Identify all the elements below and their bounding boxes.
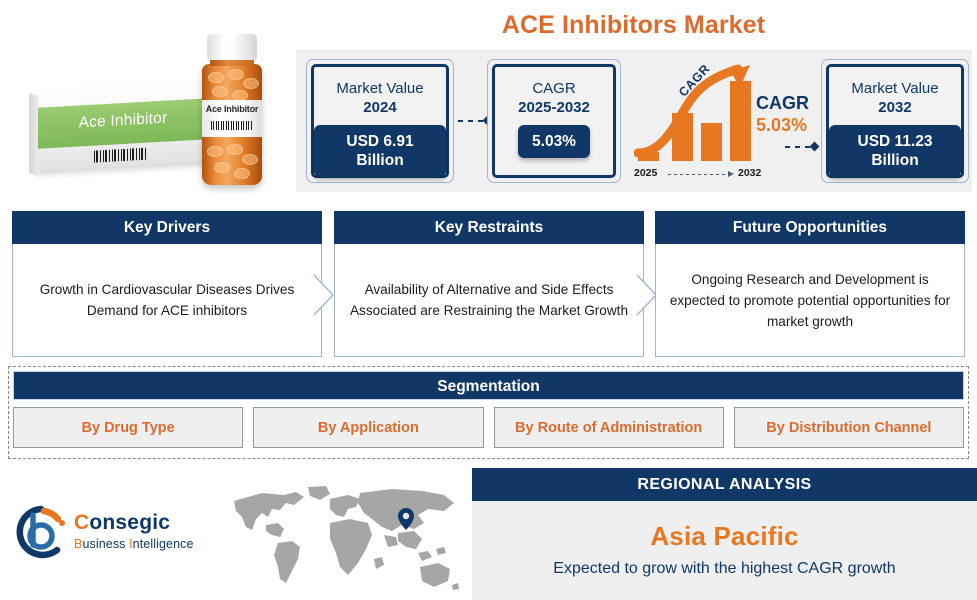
company-tagline: Business Intelligence <box>74 537 194 551</box>
company-name-rest: onsegic <box>89 511 171 534</box>
chart-axis: 2025 2032 <box>634 165 774 181</box>
chevron-right-icon-1 <box>313 274 334 316</box>
panel-future-opportunities-body: Ongoing Research and Development is expe… <box>655 244 965 357</box>
segmentation-section: Segmentation By Drug Type By Application… <box>8 366 969 459</box>
segmentation-item-route-of-administration[interactable]: By Route of Administration <box>493 407 724 448</box>
stat-label-cagr-line1: CAGR <box>532 80 576 97</box>
segmentation-items: By Drug Type By Application By Route of … <box>13 407 964 448</box>
world-map-icon <box>234 486 459 590</box>
stat-label-2032: Market Value 2032 <box>851 79 938 117</box>
medicine-box: Ace Inhibitor <box>29 81 208 178</box>
product-image: Ace Inhibitor Ace Inhibitor <box>29 20 292 202</box>
regional-analysis-heading: REGIONAL ANALYSIS <box>472 468 977 501</box>
stat-label-2032-line1: Market Value <box>851 80 939 97</box>
stat-label-2024-line1: Market Value <box>336 80 424 97</box>
pill-bottle-label-text: Ace Inhibitor <box>205 104 259 114</box>
stat-label-cagr-line2: 2025-2032 <box>518 99 590 116</box>
segmentation-item-distribution-channel[interactable]: By Distribution Channel <box>733 407 964 448</box>
panel-future-opportunities: Future Opportunities Ongoing Research an… <box>655 211 965 357</box>
connector-dashed-1 <box>458 120 484 122</box>
stat-label-2032-line2: 2032 <box>878 99 912 116</box>
map-pin-icon <box>398 508 414 530</box>
segmentation-item-application[interactable]: By Application <box>253 407 484 448</box>
chart-bar-3 <box>730 81 751 161</box>
pill-bottle-label: Ace Inhibitor <box>202 100 262 137</box>
medicine-box-label-text: Ace Inhibitor <box>78 109 168 132</box>
regional-analysis-region-name: Asia Pacific <box>650 521 799 551</box>
growth-chart-icon: CAGR 2025 2032 CAGR 5.03% <box>634 62 819 181</box>
panel-future-opportunities-heading: Future Opportunities <box>655 211 965 244</box>
stat-card-market-value-2032: Market Value 2032 USD 11.23 Billion <box>821 59 969 183</box>
stat-value-market-value-2032: USD 11.23 Billion <box>829 125 961 177</box>
stat-label-2024: Market Value 2024 <box>336 79 423 117</box>
panel-key-restraints-body: Availability of Alternative and Side Eff… <box>334 244 644 357</box>
chart-axis-start: 2025 <box>634 167 658 179</box>
tagline-i: I <box>129 537 133 551</box>
segmentation-item-drug-type[interactable]: By Drug Type <box>13 407 244 448</box>
chart-cagr-callout-label: CAGR <box>756 93 809 113</box>
company-name: Consegic <box>74 511 194 535</box>
bottle-barcode-icon <box>211 121 253 130</box>
regional-analysis-subtitle: Expected to grow with the highest CAGR g… <box>553 560 896 577</box>
market-stats-strip: Market Value 2024 USD 6.91 Billion CAGR … <box>296 50 972 192</box>
stat-card-market-value-2024: Market Value 2024 USD 6.91 Billion <box>306 59 454 183</box>
company-logo: Consegic Business Intelligence <box>14 505 214 565</box>
panel-key-restraints-heading: Key Restraints <box>334 211 644 244</box>
pill-bottle: Ace Inhibitor <box>200 34 264 186</box>
chart-cagr-callout-value: 5.03% <box>756 115 808 135</box>
panel-key-restraints: Key Restraints Availability of Alternati… <box>334 211 644 357</box>
chart-axis-arrow-icon <box>668 171 734 177</box>
medicine-box-label-band: Ace Inhibitor <box>38 98 208 149</box>
stat-label-2024-line2: 2024 <box>363 99 397 116</box>
company-logo-text: Consegic Business Intelligence <box>74 511 194 551</box>
consegic-logo-icon <box>16 505 65 559</box>
company-name-initial: C <box>74 511 90 534</box>
chart-bar-2 <box>701 123 722 161</box>
tagline-ntelligence: ntelligence <box>132 537 194 551</box>
stat-card-cagr: CAGR 2025-2032 5.03% <box>487 59 621 183</box>
pill-bottle-neck <box>210 57 254 66</box>
growth-arrow-icon <box>634 64 750 158</box>
chart-axis-end: 2032 <box>738 167 762 179</box>
stat-value-cagr: 5.03% <box>518 125 590 158</box>
stat-label-cagr: CAGR 2025-2032 <box>518 79 590 117</box>
world-map <box>222 483 462 593</box>
page-title: ACE Inhibitors Market <box>501 11 766 39</box>
pill-bottle-cap <box>207 34 257 60</box>
tagline-b: B <box>74 537 83 551</box>
panel-key-drivers: Key Drivers Growth in Cardiovascular Dis… <box>12 211 322 357</box>
panel-key-drivers-heading: Key Drivers <box>12 211 322 244</box>
chart-cagr-callout: CAGR 5.03% <box>756 93 809 136</box>
connector-dashed-2 <box>785 146 811 148</box>
stat-value-market-value-2024: USD 6.91 Billion <box>314 125 446 177</box>
barcode-icon <box>94 147 148 163</box>
panel-key-drivers-body: Growth in Cardiovascular Diseases Drives… <box>12 244 322 357</box>
tagline-usiness: usiness <box>82 537 130 551</box>
chart-bar-0 <box>638 152 659 161</box>
segmentation-heading: Segmentation <box>13 371 964 400</box>
regional-analysis-panel: REGIONAL ANALYSIS Asia Pacific Expected … <box>472 468 977 600</box>
